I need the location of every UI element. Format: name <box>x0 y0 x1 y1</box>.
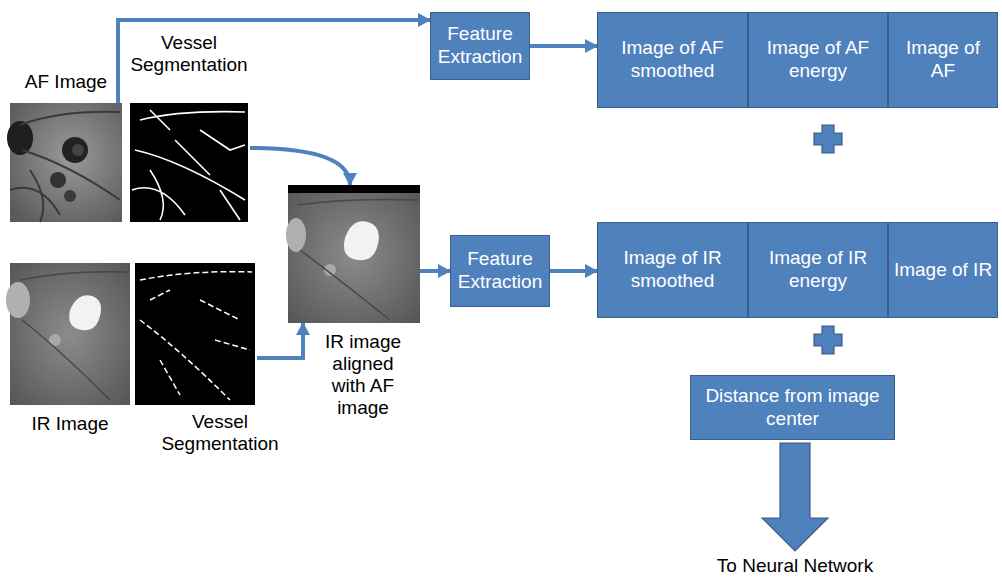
image-node: IR Image <box>10 263 130 405</box>
box-label: Distance from image center <box>695 385 890 431</box>
box-label: Image of IR energy <box>753 247 883 293</box>
flow-arrow <box>118 20 430 103</box>
flow-arrow <box>257 323 303 358</box>
feature-box: Image of IR <box>888 222 998 318</box>
af-vessel-map <box>130 103 248 222</box>
process-box: Feature Extraction <box>430 12 530 80</box>
feature-box: Image of IR energy <box>748 222 888 318</box>
flow-arrow <box>530 44 597 48</box>
af-fundus-image <box>7 103 122 222</box>
feature-box: Distance from image center <box>690 375 895 440</box>
image-node: IR image aligned with AF image <box>288 185 420 323</box>
box-label: Feature Extraction <box>455 248 545 294</box>
plus-sign <box>814 125 842 153</box>
ir-fundus-image <box>6 263 130 405</box>
image-caption: Vessel Segmentation <box>120 32 258 76</box>
box-label: Image of AF smoothed <box>602 37 743 83</box>
plus-sign <box>814 326 842 354</box>
feature-box: Image of AF <box>888 12 998 108</box>
flow-arrow <box>550 269 597 273</box>
box-label: Feature Extraction <box>435 23 525 69</box>
flow-arrow <box>420 269 450 273</box>
image-caption: Vessel Segmentation <box>145 411 295 455</box>
box-label: Image of IR <box>894 259 992 282</box>
box-label: Image of AF energy <box>753 37 883 83</box>
output-label: To Neural Network <box>700 555 890 577</box>
ir-vessel-map <box>135 263 255 405</box>
image-caption: AF Image <box>0 71 132 93</box>
image-node: AF Image <box>10 103 122 222</box>
image-caption: IR image aligned with AF image <box>318 331 408 419</box>
image-caption: IR Image <box>10 413 130 435</box>
feature-box: Image of IR smoothed <box>597 222 748 318</box>
process-box: Feature Extraction <box>450 235 550 307</box>
feature-box: Image of AF energy <box>748 12 888 108</box>
block-arrow <box>762 443 828 551</box>
box-label: Image of AF <box>893 37 993 83</box>
image-node: Vessel Segmentation <box>130 103 248 222</box>
feature-box: Image of AF smoothed <box>597 12 748 108</box>
flow-arrow <box>250 148 350 185</box>
aligned-ir-image <box>286 185 420 323</box>
box-label: Image of IR smoothed <box>602 247 743 293</box>
image-node: Vessel Segmentation <box>135 263 255 405</box>
